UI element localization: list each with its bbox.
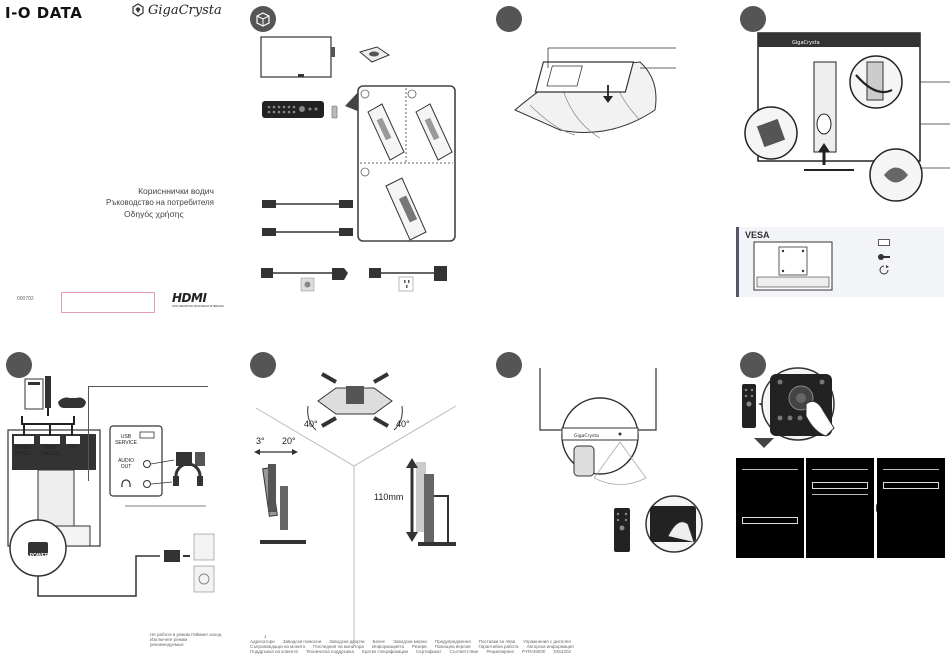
hdmi-logo-text: HDMI (172, 291, 207, 305)
note-item: Упражнения с дисплея (523, 639, 571, 644)
stand-attach-illustration (514, 47, 676, 139)
note-item: Предупредження (434, 639, 471, 644)
connection-footnote-3: рекомендуемые (150, 642, 184, 647)
notes-marker: 1 (264, 634, 267, 639)
sensor-brand-label: GigaCrysta (574, 433, 599, 439)
connection-footnote-1: Не работи в режим Гейминг изход (150, 632, 222, 637)
note-item: Авторска информация (526, 644, 574, 649)
headphone-icon (121, 479, 131, 487)
note-item: Съответствие (449, 649, 479, 654)
osd-menu-screen-2 (806, 458, 874, 558)
power-label: AC POWER IN (21, 553, 55, 559)
sensor-illustration: GigaCrysta (539, 368, 703, 553)
bottom-notes: 1 Адресатори Заводски помосни Заводски д… (250, 634, 730, 654)
stand-attach-panel (490, 0, 720, 330)
connection-footnote-2: Изключете режим (150, 637, 188, 642)
cover-panel: I-O DATA GigaCrysta Корисннички водич Ръ… (0, 0, 236, 330)
box-icon (256, 12, 270, 27)
step-badge-2 (740, 6, 766, 32)
guide-title-greek: Οδηγός χρήσης (124, 209, 184, 219)
product-logo-text: GigaCrysta (148, 3, 222, 18)
connections-panel: HDMI2 (HDR2) HDMI (2HD+2) DP USB SERVICE… (0, 346, 236, 664)
swivel-left-angle: 40° (304, 419, 318, 429)
vesa-box: VESA (736, 227, 944, 297)
sensor-panel: GigaCrysta (490, 346, 720, 664)
box-contents-panel (244, 0, 474, 330)
vesa-illustration (753, 241, 833, 291)
note-item: Информацията (371, 644, 405, 649)
hdmi-tagline: HIGH-DEFINITION MULTIMEDIA INTERFACE (172, 305, 224, 308)
note-item: Последния на монитора (313, 644, 364, 649)
vesa-title: VESA (745, 230, 770, 240)
label-box (61, 292, 155, 313)
hdmi-logo: HDMI HIGH-DEFINITION MULTIMEDIA INTERFAC… (172, 291, 224, 308)
port-label-hdmi1: HDMI (2HD+2) (40, 445, 60, 457)
connections-illustration (7, 376, 215, 597)
box-badge (250, 6, 276, 32)
monitor-brand-label: GigaCrysta (792, 40, 820, 46)
osd-menu-screen-3 (877, 458, 945, 558)
connection-footnotes: Не работи в режим Гейминг изход Изключет… (150, 632, 232, 647)
gigacrysta-emblem-icon (132, 3, 144, 17)
spacer-icon (878, 239, 890, 246)
guide-title-bulgarian: Ръководство на потребителя (106, 198, 214, 207)
note-item: Белеє (372, 639, 386, 644)
note-item: Рециклиране (486, 649, 514, 654)
gigacrysta-logo: GigaCrysta (131, 2, 231, 18)
tilt-forward-angle: 20° (282, 436, 296, 446)
step-badge-5 (496, 352, 522, 378)
port-label-hdmi2: HDMI2 (HDR2) (14, 445, 32, 457)
note-item: DIS4202 (553, 649, 572, 654)
iodata-logo: I-O DATA (5, 4, 83, 22)
note-item: Техническа поддръжка (305, 649, 354, 654)
port-label-dp: DP (69, 445, 77, 451)
stand-detach-panel: GigaCrysta VESA (734, 0, 950, 330)
notes-row-2: Съпровождащи на монито Последния на мони… (250, 644, 730, 649)
note-item: Поставки за лява (478, 639, 516, 644)
height-range: 110mm (374, 492, 404, 502)
box-contents-illustration (260, 36, 456, 292)
step-badge-6 (740, 352, 766, 378)
note-item: Помощна версия (434, 644, 471, 649)
notes-row-1: Адресатори Заводски помосни Заводски дво… (250, 639, 730, 644)
note-item: Заводски помосни (282, 639, 322, 644)
note-item: Съпровождащи на монито (250, 644, 306, 649)
screw-icon (878, 254, 890, 260)
note-item: Сертификат (416, 649, 442, 654)
doc-code: 000702 (17, 296, 34, 302)
osd-menu-screen-1 (736, 458, 804, 558)
usb-service-label: USB SERVICE (115, 434, 137, 446)
stand-detach-illustration: GigaCrysta (744, 32, 950, 202)
note-item: Гарантийна работа (478, 644, 519, 649)
guide-title-serbian: Корисннички водич (138, 186, 214, 196)
tilt-back-angle: 3° (256, 436, 265, 446)
step-badge-1 (496, 6, 522, 32)
audio-out-label: AUDIO OUT (118, 458, 134, 470)
osd-panel (734, 346, 950, 664)
note-item: Заводски дворчи (329, 639, 365, 644)
note-item: PYRAMIDE (522, 649, 546, 654)
note-item: Поддръжка на клиента (250, 649, 298, 654)
step-badge-4 (250, 352, 276, 378)
screwdriver-icon (879, 265, 889, 275)
notes-row-3: Поддръжка на клиента Техническа поддръжк… (250, 649, 730, 654)
step-badge-3 (6, 352, 32, 378)
adjustment-illustration (254, 372, 457, 646)
adjustment-panel: 40° 40° 3° 20° 110mm (244, 346, 474, 664)
osd-remote-illustration (742, 367, 835, 448)
note-item: Резерв (412, 644, 427, 649)
swivel-right-angle: 40° (396, 419, 410, 429)
guide-titles: Корисннички водич Ръководство на потреби… (100, 186, 214, 219)
note-item: Заводски мерни (393, 639, 427, 644)
note-item: Кратки спецификации (362, 649, 408, 654)
note-item: Адресатори (250, 639, 275, 644)
